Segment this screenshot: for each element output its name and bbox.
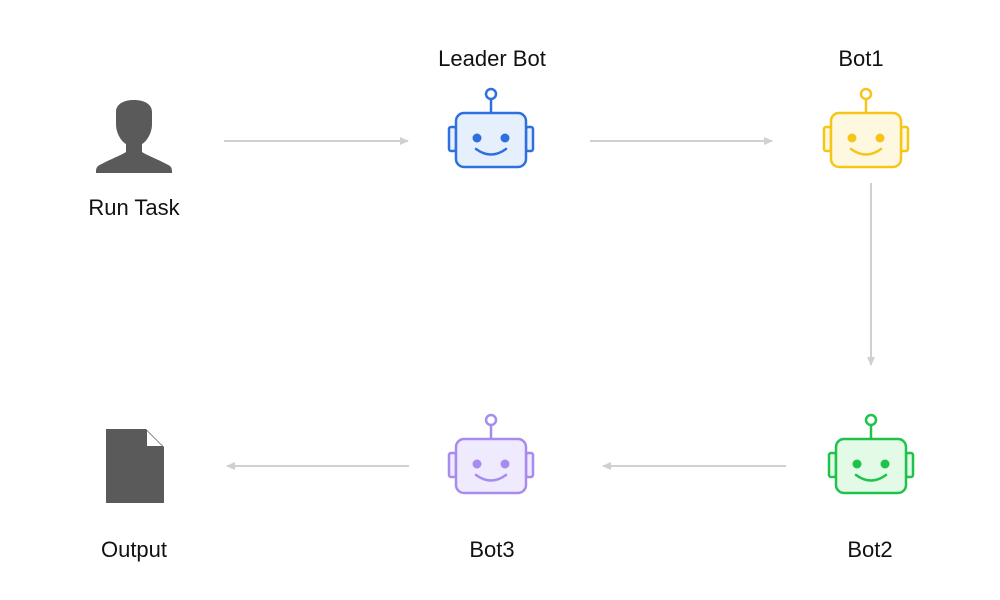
robot-right-eye <box>875 133 885 143</box>
robot-head <box>454 437 528 495</box>
robot-head <box>829 111 903 169</box>
robot-left-eye <box>847 133 857 143</box>
robot-head <box>454 111 528 169</box>
robot-icon <box>822 87 910 169</box>
run-task-label: Run Task <box>88 195 180 220</box>
robot-smile <box>474 473 508 482</box>
robot-right-eye <box>500 133 510 143</box>
bot3-label: Bot3 <box>469 537 515 562</box>
bot1-label: Bot1 <box>838 46 884 71</box>
edges <box>224 137 875 470</box>
robot-smile <box>474 147 508 156</box>
output-label: Output <box>100 537 168 562</box>
robot-left-eye <box>472 459 482 469</box>
robot-left-eye <box>852 459 862 469</box>
user-icon <box>96 100 172 173</box>
document-icon <box>106 429 164 503</box>
robot-antenna-tip <box>484 87 498 101</box>
robot-head <box>834 437 908 495</box>
robot-antenna-tip <box>859 87 873 101</box>
robot-icon <box>447 87 535 169</box>
bot2-label: Bot2 <box>847 537 893 562</box>
robot-smile <box>854 473 888 482</box>
robot-icon <box>447 413 535 495</box>
leader-bot-label: Leader Bot <box>438 46 546 71</box>
robot-icon <box>827 413 915 495</box>
robot-right-eye <box>500 459 510 469</box>
robot-antenna-tip <box>484 413 498 427</box>
robot-right-eye <box>880 459 890 469</box>
robot-left-eye <box>472 133 482 143</box>
robot-antenna-tip <box>864 413 878 427</box>
robot-smile <box>849 147 883 156</box>
